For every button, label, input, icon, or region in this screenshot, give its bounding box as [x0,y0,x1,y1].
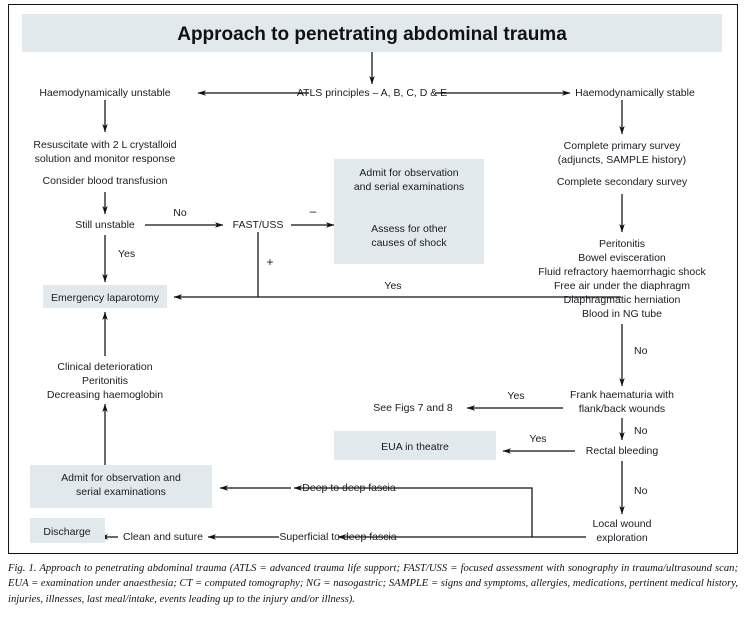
figure-frame [8,4,738,554]
edge-label-no-haematuria: No [634,425,648,437]
node-rectal-bleeding: Rectal bleeding [586,445,659,457]
node-admit-mid-line1: Admit for observation [359,167,458,179]
node-local-wound-line2: exploration [596,532,648,544]
node-deterioration-0: Clinical deterioration [57,361,152,373]
node-emergency-laparotomy: Emergency laparotomy [51,292,160,304]
node-clean-and-suture: Clean and suture [123,531,203,543]
edge-label-yes-rectal: Yes [529,433,546,445]
node-indication-3: Free air under the diaphragm [554,280,690,292]
node-eua-in-theatre: EUA in theatre [381,441,449,453]
node-admit-left-line2: serial examinations [76,486,166,498]
node-haematuria-line2: flank/back wounds [579,403,665,415]
node-admit-left-box [30,465,212,508]
title-banner [22,14,722,52]
node-discharge: Discharge [43,526,90,538]
node-secondary-survey: Complete secondary survey [557,176,688,188]
node-assess-line1: Assess for other [371,223,447,235]
figure-caption: Fig. 1. Approach to penetrating abdomina… [8,563,738,605]
edge-label-no-still-unstable: No [173,207,187,219]
node-resuscitate-line2: solution and monitor response [35,153,176,165]
node-admit-left-line1: Admit for observation and [61,472,181,484]
node-primary-survey-line2: (adjuncts, SAMPLE history) [558,154,686,166]
edge-label-fast-positive: + [266,255,273,269]
node-haemodynamically-stable: Haemodynamically stable [575,87,695,99]
flowchart-svg: Approach to penetrating abdominal trauma… [22,14,722,544]
node-superficial-to-deep-fascia: Superficial to deep fascia [279,531,396,543]
node-see-figs: See Figs 7 and 8 [373,402,453,414]
node-indication-2: Fluid refractory haemorrhagic shock [538,266,706,278]
node-assess-line2: causes of shock [371,237,447,249]
node-admit-observation-box [334,159,484,264]
node-indication-0: Peritonitis [599,238,645,250]
node-indication-4: Diaphragmatic herniation [564,294,681,306]
node-fast-uss: FAST/USS [233,219,284,231]
node-deterioration-2: Decreasing haemoglobin [47,389,163,401]
node-emergency-laparotomy-box [43,285,167,308]
node-primary-survey-line1: Complete primary survey [564,140,681,152]
node-consider-blood-transfusion: Consider blood transfusion [43,175,168,187]
node-indication-5: Blood in NG tube [582,308,662,320]
node-atls-principles: ATLS principles – A, B, C, D & E [297,87,447,99]
edge-label-yes-still-unstable: Yes [118,248,135,260]
edge-local-wound-to-deep [293,485,533,537]
node-still-unstable: Still unstable [75,219,135,231]
node-indication-1: Bowel evisceration [578,252,666,264]
node-local-wound-line1: Local wound [593,518,652,530]
edge-label-no-indications: No [634,345,648,357]
node-deterioration-1: Peritonitis [82,375,128,387]
edge-label-fast-negative: – [310,204,317,218]
node-discharge-box [30,518,105,543]
node-admit-mid-line2: and serial examinations [354,181,464,193]
node-deep-to-deep-fascia: Deep to deep fascia [302,482,396,494]
node-eua-box [334,431,496,460]
node-haematuria-line1: Frank haematuria with [570,389,674,401]
node-resuscitate-line1: Resuscitate with 2 L crystalloid [33,139,176,151]
page-title: Approach to penetrating abdominal trauma [177,24,567,45]
edge-label-no-rectal: No [634,485,648,497]
edge-label-yes-indications: Yes [384,280,401,292]
node-haemodynamically-unstable: Haemodynamically unstable [39,87,170,99]
edge-label-yes-haematuria: Yes [507,390,524,402]
